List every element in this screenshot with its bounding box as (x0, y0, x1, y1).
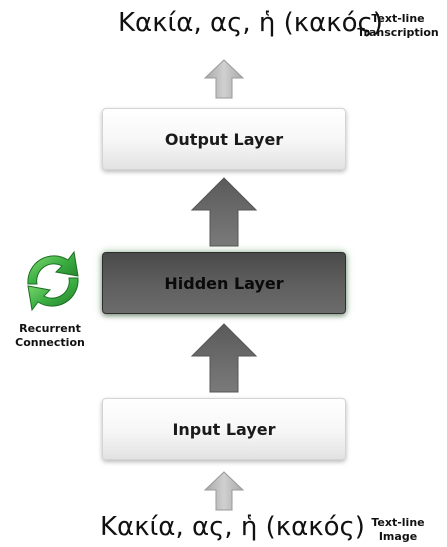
input-image-text: Κακία, ας, ἡ (κακός) (100, 512, 365, 542)
up-arrow-icon (190, 177, 258, 247)
transcription-label: Text-line Transcription (350, 12, 446, 40)
transcription-label-line-1: Text-line (371, 12, 425, 25)
cycle-arrows-icon (27, 250, 79, 312)
up-arrow-icon (203, 59, 245, 99)
hidden-layer-box: Hidden Layer (102, 252, 346, 314)
input-layer-label: Input Layer (172, 419, 276, 439)
output-layer-box: Output Layer (102, 108, 346, 170)
recurrent-label-line-1: Recurrent (19, 322, 81, 335)
recurrent-label-line-2: Connection (15, 336, 85, 349)
up-arrow-icon (190, 323, 258, 393)
output-transcription-text: Κακία, ας, ἡ (κακός) (118, 8, 383, 38)
transcription-label-line-2: Transcription (357, 26, 439, 39)
output-layer-label: Output Layer (164, 129, 284, 149)
up-arrow-icon (203, 471, 245, 511)
input-layer-box: Input Layer (102, 398, 346, 460)
hidden-layer-label: Hidden Layer (164, 273, 284, 293)
recurrent-connection-label: Recurrent Connection (8, 322, 92, 350)
image-label: Text-line Image (350, 516, 446, 544)
image-label-line-1: Text-line (371, 516, 425, 529)
image-label-line-2: Image (378, 530, 418, 543)
